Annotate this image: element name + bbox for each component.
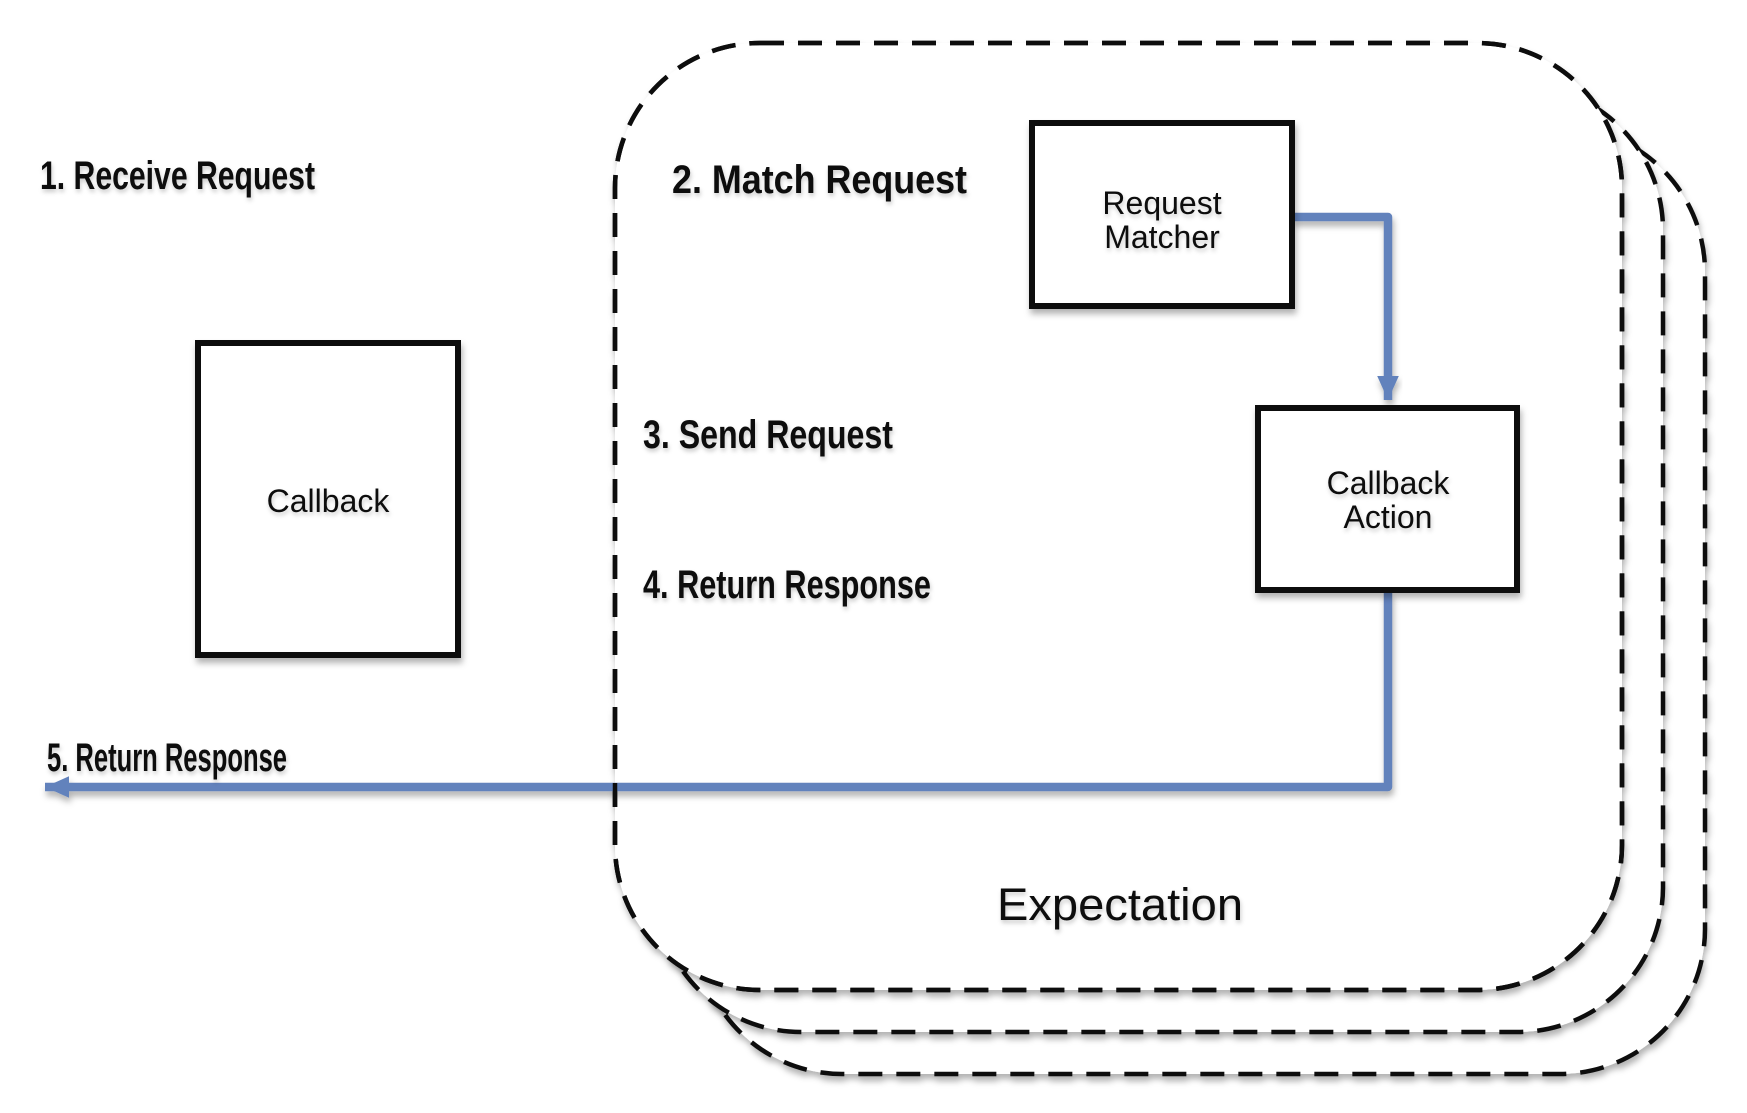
callback-label: Callback	[267, 483, 391, 519]
expectation-card-front-border-overlay	[612, 40, 1625, 993]
request-matcher-label-line2: Matcher	[1104, 219, 1220, 255]
request-matcher-box	[1029, 120, 1295, 309]
diagram-nodes	[195, 120, 1520, 658]
step5-label: 5. Return Response	[47, 736, 287, 780]
expectation-title: Expectation	[997, 879, 1243, 930]
step3-label: 3. Send Request	[643, 413, 893, 457]
node-labels: Request Matcher Callback Callback Action	[267, 185, 1451, 535]
flow-arrows	[45, 206, 1399, 798]
arrow-step5-return-response	[45, 592, 1393, 798]
callback-action-box	[1255, 405, 1520, 593]
callback-action-label-line1: Callback	[1327, 465, 1451, 501]
step1-label: 1. Receive Request	[40, 154, 315, 198]
request-matcher-label-line1: Request	[1102, 185, 1221, 221]
expectation-card-stack	[612, 40, 1708, 1077]
step2-label: 2. Match Request	[672, 158, 967, 202]
callback-action-label-line2: Action	[1344, 499, 1433, 535]
step-labels: 1. Receive Request 2. Match Request 3. S…	[40, 154, 1243, 930]
step4-label: 4. Return Response	[643, 563, 931, 607]
connector-matcher-to-callback-action	[1293, 212, 1399, 400]
callback-box	[195, 340, 461, 658]
